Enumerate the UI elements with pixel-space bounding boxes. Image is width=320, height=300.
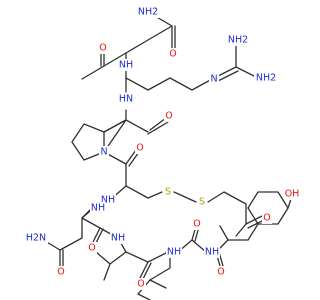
svg-text:NH: NH — [101, 195, 115, 206]
label-nh-gly: NH — [118, 59, 134, 71]
svg-text:NH2: NH2 — [256, 73, 276, 84]
svg-text:O: O — [217, 267, 224, 278]
svg-text:S: S — [165, 187, 171, 198]
label-o-gly: O — [98, 42, 108, 54]
svg-text:N: N — [100, 147, 107, 158]
svg-text:NH: NH — [167, 247, 181, 258]
molecule-structure: NH2 O O NH N NH2 NH2 HN O N O NH S S H2N… — [24, 6, 300, 300]
svg-text:O: O — [137, 279, 144, 290]
svg-text:S: S — [199, 197, 205, 208]
label-s-a: S — [163, 186, 173, 198]
svg-text:OH: OH — [285, 189, 300, 200]
label-o-mpa: O — [262, 212, 272, 224]
label-o-asn-side: O — [56, 266, 66, 278]
label-o-phe: O — [192, 218, 202, 230]
svg-text:O: O — [193, 219, 200, 230]
svg-text:O: O — [88, 243, 95, 254]
label-nh2-guan-b: NH2 — [254, 72, 278, 84]
label-hn-arg: HN — [118, 93, 134, 105]
svg-text:O: O — [136, 143, 143, 154]
svg-text:NH: NH — [205, 247, 219, 258]
label-o-tyr: O — [216, 266, 226, 278]
label-oh-tyr: OH — [284, 188, 300, 200]
svg-text:O: O — [57, 267, 64, 278]
label-o-top: O — [168, 48, 178, 60]
label-o-pro-amide: O — [164, 110, 174, 122]
label-nh-tyr: NH — [204, 246, 220, 258]
svg-text:NH: NH — [119, 60, 133, 71]
label-nh2-guan-a: NH2 — [226, 34, 250, 46]
svg-text:H2N: H2N — [26, 233, 46, 244]
label-nh-phe: NH — [166, 246, 182, 258]
svg-text:HN: HN — [119, 94, 133, 105]
label-n-pro: N — [99, 146, 109, 158]
svg-text:NH: NH — [111, 233, 125, 244]
svg-text:O: O — [169, 49, 176, 60]
label-h2n-top: NH2 — [136, 6, 160, 18]
atom-labels: NH2 O O NH N NH2 NH2 HN O N O NH S S H2N… — [24, 6, 300, 290]
svg-text:NH2: NH2 — [228, 35, 248, 46]
label-o-pro-co: O — [135, 142, 145, 154]
label-h2n-asn: H2N — [24, 232, 48, 244]
structure-drawing: NH2 O O NH N NH2 NH2 HN O N O NH S S H2N… — [24, 6, 300, 300]
svg-text:O: O — [99, 43, 106, 54]
svg-text:NH: NH — [91, 203, 105, 214]
label-nh-leu: NH — [110, 232, 126, 244]
svg-text:N: N — [210, 74, 217, 85]
label-n-guan: N — [209, 73, 219, 85]
svg-text:O: O — [263, 213, 270, 224]
label-nh-asn: NH — [90, 202, 106, 214]
svg-text:NH2: NH2 — [138, 7, 158, 18]
label-s-b: S — [197, 196, 207, 208]
label-o-leu: O — [136, 278, 146, 290]
label-o-asn-co: O — [87, 242, 97, 254]
svg-text:O: O — [165, 111, 172, 122]
